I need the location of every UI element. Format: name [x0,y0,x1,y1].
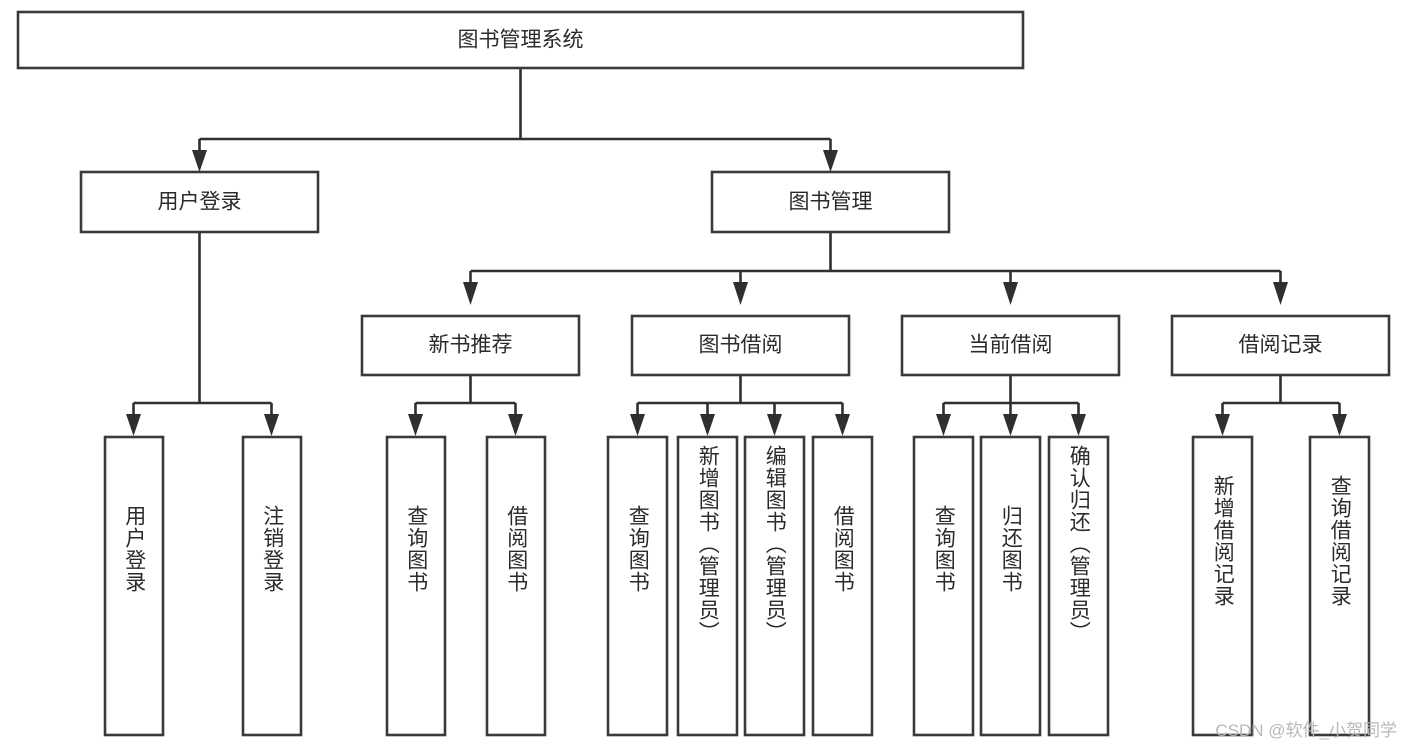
arrow-head-icon [408,414,423,436]
node-leaf-user-login-box[interactable] [103,435,165,737]
node-user-login-box[interactable] [79,170,320,234]
node-leaf-query-book-2-box[interactable] [606,435,669,737]
node-borrow-record-label: 借阅记录 [1239,334,1323,357]
node-current-borrow-box[interactable] [900,314,1121,377]
node-root-box[interactable] [16,10,1025,70]
arrow-head-icon [733,282,748,305]
arrow-head-icon [700,414,715,436]
node-leaf-query-book-3-box[interactable] [912,435,975,737]
arrow-head-icon [126,414,141,436]
node-leaf-confirm-return-box[interactable] [1047,435,1110,737]
edge-layer [126,68,1347,436]
arrow-head-icon [264,414,279,436]
node-borrow-record-box[interactable] [1170,314,1391,377]
node-leaf-logout-login-box[interactable] [241,435,303,737]
arrow-head-icon [1215,414,1230,436]
arrow-head-icon [630,414,645,436]
arrow-head-icon [1332,414,1347,436]
node-book-borrow-label: 图书借阅 [699,334,783,357]
node-leaf-borrow-book-2-box[interactable] [811,435,874,737]
node-leaf-borrow-book-1-box[interactable] [485,435,547,737]
arrow-head-icon [1273,282,1288,305]
arrow-head-icon [1003,282,1018,305]
node-book-borrow-box[interactable] [630,314,851,377]
node-leaf-add-record-box[interactable] [1191,435,1254,737]
node-leaf-query-record-box[interactable] [1308,435,1371,737]
node-leaf-edit-book-box[interactable] [743,435,806,737]
arrow-head-icon [508,414,523,436]
arrow-head-icon [1003,414,1018,436]
node-leaf-return-book-box[interactable] [979,435,1042,737]
node-leaf-add-book-box[interactable] [676,435,739,737]
arrow-head-icon [835,414,850,436]
node-current-borrow-label: 当前借阅 [969,334,1053,357]
arrow-head-icon [936,414,951,436]
node-book-manage-box[interactable] [710,170,951,234]
node-new-book-recommend-label: 新书推荐 [429,334,513,357]
node-book-manage-label: 图书管理 [789,191,873,214]
node-user-login-label: 用户登录 [158,191,242,214]
arrow-head-icon [463,282,478,305]
arrow-head-icon [823,150,838,172]
node-layer: 图书管理系统 用户登录 图书管理 新书推荐 图书借阅 当前借阅 借阅记录 [16,10,1391,737]
node-root-label: 图书管理系统 [458,29,584,52]
arrow-head-icon [192,150,207,172]
node-new-book-recommend-box[interactable] [360,314,581,377]
watermark-text: CSDN @软件_小贺同学 [1215,721,1397,740]
arrow-head-icon [767,414,782,436]
node-leaf-query-book-1-box[interactable] [385,435,447,737]
arrow-head-icon [1071,414,1086,436]
